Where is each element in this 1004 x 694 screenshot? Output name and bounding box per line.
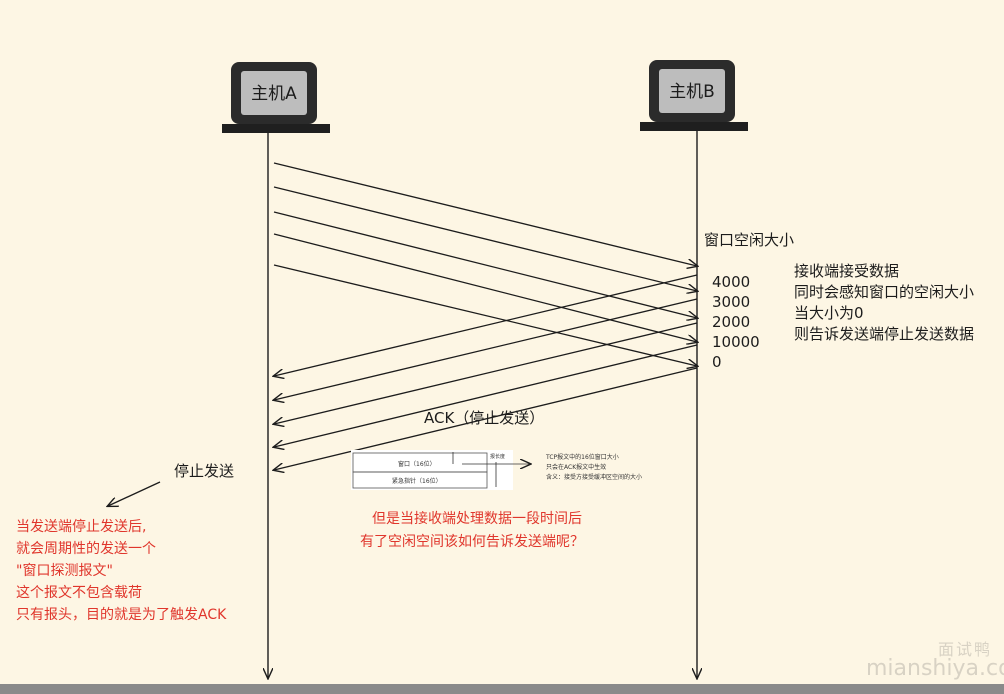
data-arrow-3: [273, 211, 697, 318]
probe-note-line-4: 这个报文不包含载荷: [16, 584, 142, 601]
ack-arrow-3: [274, 322, 698, 424]
ack-arrow-5: [274, 367, 698, 470]
probe-note-line-5: 只有报头，目的就是为了触发ACK: [16, 607, 227, 623]
bottom-bar: [0, 684, 1004, 694]
window-size-4: 10000: [712, 333, 760, 351]
ack-label: ACK（停止发送）: [424, 409, 544, 427]
window-size-3: 2000: [712, 313, 750, 331]
window-sizes: 4000 3000 2000 10000 0: [712, 273, 760, 371]
snippet-side-label: 报长度: [490, 453, 505, 460]
snippet-row-2: 紧急指针（16位）: [392, 477, 442, 485]
ack-arrow-4: [274, 344, 698, 447]
ack-arrow-2: [274, 298, 698, 400]
question-note: 但是当接收端处理数据一段时间后 有了空闲空间该如何告诉发送端呢？: [360, 510, 584, 550]
watermark-cn: 面试鸭: [938, 640, 993, 659]
receiver-note-line-4: 则告诉发送端停止发送数据: [794, 325, 974, 343]
snippet-note-3: 含义：接受方接受缓冲区空间的大小: [546, 473, 642, 481]
ack-arrow-1: [274, 274, 698, 376]
receiver-note: 接收端接受数据 同时会感知窗口的空闲大小 当大小为0 则告诉发送端停止发送数据: [794, 262, 974, 343]
stop-label: 停止发送: [174, 462, 234, 480]
snippet-row-1: 窗口（16位）: [398, 460, 436, 468]
probe-note-line-2: 就会周期性的发送一个: [16, 541, 156, 557]
window-size-2: 3000: [712, 293, 750, 311]
watermark-url: mianshiya.com: [866, 656, 1004, 681]
data-arrow-2: [273, 186, 697, 291]
data-arrow-4: [273, 233, 697, 342]
receiver-note-line-3: 当大小为0: [794, 304, 864, 322]
data-segments: [273, 162, 697, 366]
question-line-2: 有了空闲空间该如何告诉发送端呢？: [360, 534, 584, 550]
stop-pointer-arrow: [108, 481, 161, 506]
window-size-1: 4000: [712, 273, 750, 291]
question-line-1: 但是当接收端处理数据一段时间后: [372, 510, 582, 527]
ack-segments: [274, 274, 698, 470]
probe-note-line-3: "窗口探测报文": [16, 562, 113, 579]
snippet-notes: TCP报文中的16位窗口大小 只会在ACK报文中生效 含义：接受方接受缓冲区空间…: [545, 453, 642, 481]
snippet-note-2: 只会在ACK报文中生效: [546, 463, 606, 471]
receiver-note-line-2: 同时会感知窗口的空闲大小: [794, 283, 974, 301]
probe-note-line-1: 当发送端停止发送后,: [16, 518, 146, 535]
tcp-header-snippet: 窗口（16位） 紧急指针（16位） 报长度: [351, 450, 530, 490]
data-arrow-5: [273, 264, 697, 366]
data-arrow-1: [273, 162, 697, 266]
window-label: 窗口空闲大小: [704, 231, 794, 249]
window-size-5: 0: [712, 353, 722, 371]
snippet-note-1: TCP报文中的16位窗口大小: [545, 453, 619, 461]
host-a-label: 主机A: [251, 84, 297, 104]
host-a-monitor: 主机A: [222, 62, 330, 133]
receiver-note-line-1: 接收端接受数据: [794, 262, 899, 280]
host-b-label: 主机B: [669, 82, 715, 102]
host-b-monitor: 主机B: [640, 60, 748, 131]
probe-note: 当发送端停止发送后, 就会周期性的发送一个 "窗口探测报文" 这个报文不包含载荷…: [16, 518, 227, 623]
